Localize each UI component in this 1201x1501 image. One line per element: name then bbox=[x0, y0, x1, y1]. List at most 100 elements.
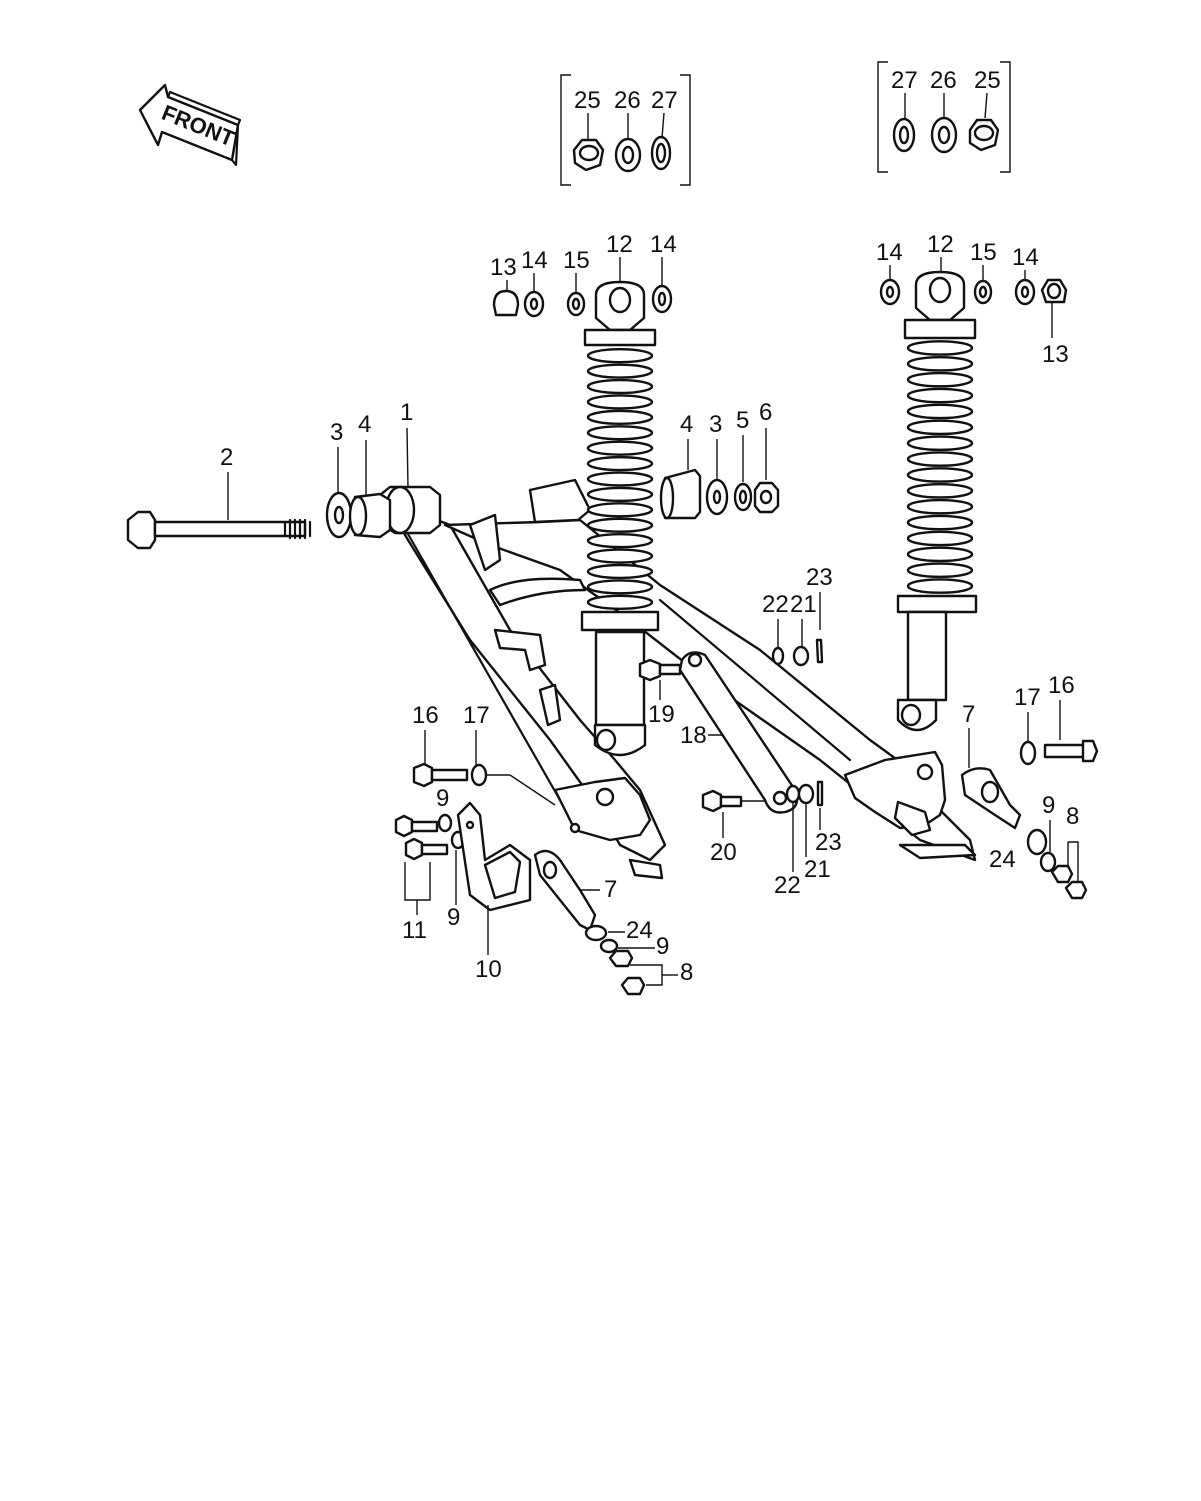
washer-icon bbox=[325, 491, 353, 539]
callout-12: 12 bbox=[606, 231, 633, 258]
spring-coil bbox=[586, 563, 654, 580]
callout-21: 21 bbox=[804, 856, 831, 883]
lock-washer-icon bbox=[771, 646, 785, 666]
spring-coil bbox=[906, 578, 974, 594]
callout-21: 21 bbox=[790, 591, 817, 618]
spring-coil bbox=[906, 355, 974, 372]
pivot-bushings-right: 4 3 5 6 bbox=[659, 399, 780, 520]
lower-left-hardware: 16 17 9 9 11 10 bbox=[394, 702, 693, 996]
callout-2: 2 bbox=[220, 444, 233, 471]
callout-4: 4 bbox=[358, 411, 371, 438]
spring-coil bbox=[906, 514, 974, 531]
callout-16: 16 bbox=[1048, 672, 1075, 699]
callout-9: 9 bbox=[656, 933, 669, 960]
washer-icon bbox=[614, 137, 642, 173]
bushing-icon bbox=[659, 468, 702, 520]
spring-coil bbox=[586, 502, 654, 518]
spring-coil bbox=[906, 530, 974, 547]
nut-icon bbox=[968, 118, 1000, 152]
callout-24: 24 bbox=[989, 846, 1016, 873]
callout-16: 16 bbox=[412, 702, 439, 729]
spring-coil bbox=[906, 419, 974, 436]
callout-10: 10 bbox=[475, 956, 502, 983]
callout-6: 6 bbox=[759, 399, 772, 426]
washer-icon bbox=[1019, 740, 1037, 766]
washer-icon bbox=[1026, 828, 1048, 856]
cap-nut-icon bbox=[1064, 880, 1088, 900]
callout-20: 20 bbox=[710, 839, 737, 866]
callout-3: 3 bbox=[330, 419, 343, 446]
torque-link-icon bbox=[678, 651, 799, 814]
callout-14: 14 bbox=[521, 247, 548, 274]
lock-washer-icon bbox=[1039, 851, 1057, 873]
callout-8: 8 bbox=[1066, 803, 1079, 830]
spring-coil bbox=[906, 387, 974, 404]
mid-hardware: 23 22 21 19 18 7 17 16 bbox=[638, 564, 1099, 830]
nut-icon bbox=[608, 949, 634, 968]
spring-coil bbox=[586, 517, 654, 533]
callout-7: 7 bbox=[604, 876, 617, 903]
adjuster-plate-icon bbox=[533, 849, 597, 932]
callout-8: 8 bbox=[680, 959, 693, 986]
callout-9: 9 bbox=[1042, 792, 1055, 819]
callout-15: 15 bbox=[970, 239, 997, 266]
swing-arm bbox=[378, 478, 977, 880]
callout-27: 27 bbox=[651, 87, 678, 114]
spring-coil bbox=[906, 451, 974, 467]
callout-22: 22 bbox=[762, 591, 789, 618]
callout-23: 23 bbox=[806, 564, 833, 591]
lock-washer-icon bbox=[892, 117, 916, 153]
washer-icon bbox=[792, 645, 810, 667]
callout-15: 15 bbox=[563, 247, 590, 274]
pivot-shaft-assembly: 2 3 4 1 bbox=[126, 399, 413, 550]
cap-nut-icon bbox=[620, 976, 646, 996]
spring-coil bbox=[906, 498, 974, 515]
spring-coil bbox=[586, 378, 654, 395]
callout-9: 9 bbox=[436, 785, 449, 812]
callout-1: 1 bbox=[400, 399, 413, 426]
cap-nut-icon bbox=[1040, 278, 1068, 304]
spring-coil bbox=[586, 348, 654, 364]
spring-coil bbox=[906, 546, 974, 563]
spring-coil bbox=[586, 455, 654, 472]
callout-7: 7 bbox=[962, 701, 975, 728]
lock-washer-icon bbox=[437, 813, 453, 833]
callout-11: 11 bbox=[402, 917, 427, 944]
callout-13: 13 bbox=[1042, 341, 1069, 368]
bolt-icon bbox=[412, 762, 469, 788]
shock-absorber-left bbox=[580, 280, 660, 757]
spring-coil bbox=[906, 435, 974, 452]
callout-14: 14 bbox=[1012, 244, 1039, 271]
callout-14: 14 bbox=[876, 239, 903, 266]
spring-coil bbox=[586, 394, 654, 410]
hardware-box-left: 25 26 27 bbox=[560, 74, 691, 186]
bolt-icon bbox=[404, 837, 449, 861]
lower-right-hardware: 24 9 8 bbox=[989, 792, 1088, 900]
callout-23: 23 bbox=[815, 829, 842, 856]
callout-5: 5 bbox=[736, 407, 749, 434]
spring-coil bbox=[586, 532, 654, 549]
cotter-pin-icon bbox=[816, 780, 824, 807]
spring-coil bbox=[586, 425, 654, 441]
washer-icon bbox=[470, 763, 488, 787]
lower-mid-hardware: 20 23 22 21 bbox=[701, 780, 842, 899]
bolt-icon bbox=[1043, 739, 1099, 763]
spring-coil bbox=[906, 562, 974, 579]
lock-washer-icon bbox=[785, 784, 801, 804]
spring-coil bbox=[906, 482, 974, 499]
chain-guide-bracket-icon bbox=[456, 801, 532, 912]
callout-25: 25 bbox=[574, 87, 601, 114]
cotter-pin-icon bbox=[815, 638, 824, 664]
bushing-icon bbox=[348, 492, 392, 539]
spring-coil bbox=[906, 403, 974, 420]
callout-3: 3 bbox=[709, 411, 722, 438]
lock-washer-icon bbox=[599, 938, 619, 954]
callout-25: 25 bbox=[974, 67, 1001, 94]
spring-coil bbox=[906, 467, 974, 483]
callout-9: 9 bbox=[447, 904, 460, 931]
front-arrow-icon: FRONT bbox=[138, 83, 242, 167]
callout-13: 13 bbox=[490, 254, 517, 281]
upper-left-hardware: 13 14 15 12 14 bbox=[490, 231, 677, 318]
washer-icon bbox=[930, 116, 958, 154]
